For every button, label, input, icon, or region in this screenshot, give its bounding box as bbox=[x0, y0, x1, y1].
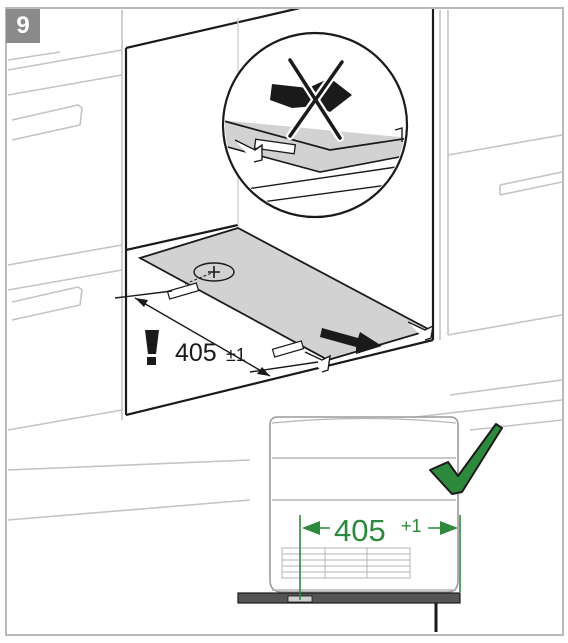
detail-magnifier bbox=[221, 31, 409, 219]
cabinet-dimension-tolerance: ±1 bbox=[226, 345, 246, 365]
appliance-dimension-value: 405 bbox=[334, 513, 386, 548]
cabinet-niche bbox=[124, 6, 435, 417]
warning-icon bbox=[145, 330, 159, 365]
checkmark-icon bbox=[429, 423, 503, 495]
appliance-dimension-tolerance: +1 bbox=[401, 516, 422, 536]
background-cabinets bbox=[7, 10, 563, 521]
cabinet-dimension-value: 405 bbox=[175, 339, 217, 367]
cabinet-dimension-lines bbox=[114, 290, 319, 377]
no-tipping-icon bbox=[270, 56, 352, 142]
step-number-badge: 9 bbox=[6, 9, 40, 43]
vent-grid bbox=[281, 547, 411, 579]
appliance bbox=[237, 416, 461, 632]
appliance-dimension-lines bbox=[299, 515, 461, 600]
arrow-icon bbox=[320, 328, 382, 354]
